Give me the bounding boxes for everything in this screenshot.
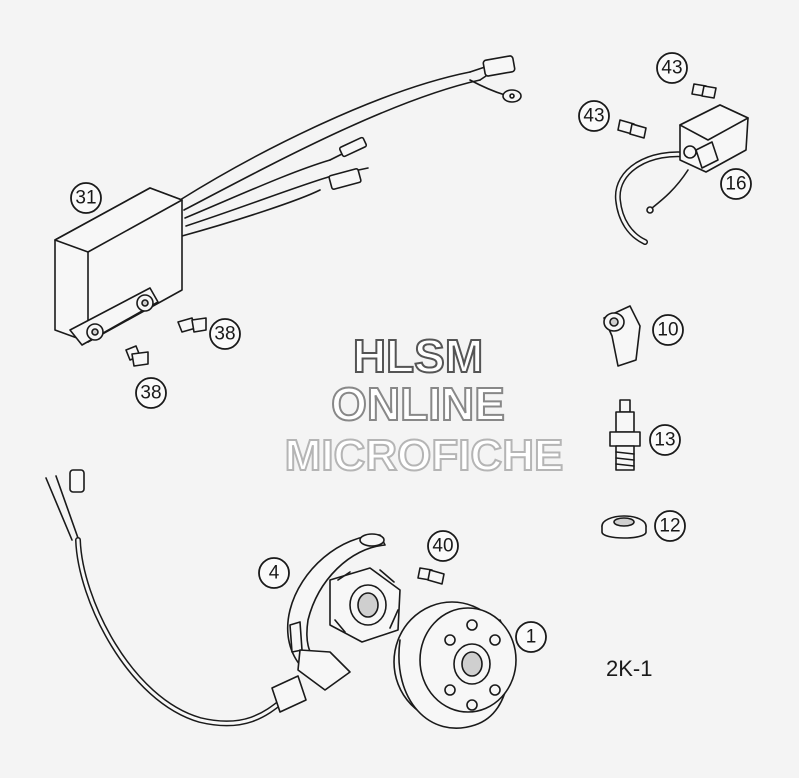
callout-10[interactable]: 10 bbox=[652, 314, 684, 346]
callout-label: 12 bbox=[659, 516, 680, 537]
callout-43b[interactable]: 43 bbox=[578, 100, 610, 132]
ignition-coil-16 bbox=[614, 104, 749, 245]
callout-4[interactable]: 4 bbox=[258, 557, 290, 589]
callout-12[interactable]: 12 bbox=[654, 510, 686, 542]
callout-13[interactable]: 13 bbox=[649, 424, 681, 456]
callout-1[interactable]: 1 bbox=[515, 621, 547, 653]
callout-label: 40 bbox=[432, 536, 453, 557]
callout-31[interactable]: 31 bbox=[70, 182, 102, 214]
stator-plate-4 bbox=[286, 533, 401, 691]
callout-label: 31 bbox=[75, 188, 96, 209]
callout-38a[interactable]: 38 bbox=[209, 318, 241, 350]
callout-40[interactable]: 40 bbox=[427, 530, 459, 562]
bolt-43b bbox=[691, 83, 717, 99]
stator-harness bbox=[45, 469, 307, 727]
plate-code: 2K-1 bbox=[606, 656, 652, 681]
callout-16[interactable]: 16 bbox=[720, 168, 752, 200]
callout-label: 43 bbox=[583, 106, 604, 127]
callout-label: 38 bbox=[140, 383, 161, 404]
callout-label: 4 bbox=[269, 563, 280, 584]
callout-label: 1 bbox=[526, 627, 537, 648]
flywheel-1 bbox=[393, 601, 517, 729]
bolt-40 bbox=[417, 567, 445, 585]
callout-label: 10 bbox=[657, 320, 678, 341]
watermark: HLSM ONLINE MICROFICHE bbox=[284, 329, 565, 481]
bolt-38b bbox=[125, 345, 149, 367]
callout-label: 43 bbox=[661, 58, 682, 79]
callout-label: 16 bbox=[725, 174, 746, 195]
spark-plug-cap-10 bbox=[603, 305, 641, 367]
callout-43a[interactable]: 43 bbox=[656, 52, 688, 84]
callout-label: 38 bbox=[214, 324, 235, 345]
callout-label: 13 bbox=[654, 430, 675, 451]
bolt-38a bbox=[177, 317, 207, 333]
cdi-unit-31 bbox=[54, 55, 522, 346]
watermark-line-3: MICROFICHE bbox=[285, 431, 564, 480]
watermark-line-1: HLSM bbox=[353, 330, 483, 382]
watermark-line-2: ONLINE bbox=[331, 378, 505, 430]
spark-plug-13 bbox=[609, 399, 641, 471]
callout-38b[interactable]: 38 bbox=[135, 377, 167, 409]
seal-12 bbox=[601, 515, 647, 539]
bolt-43a bbox=[617, 119, 647, 139]
